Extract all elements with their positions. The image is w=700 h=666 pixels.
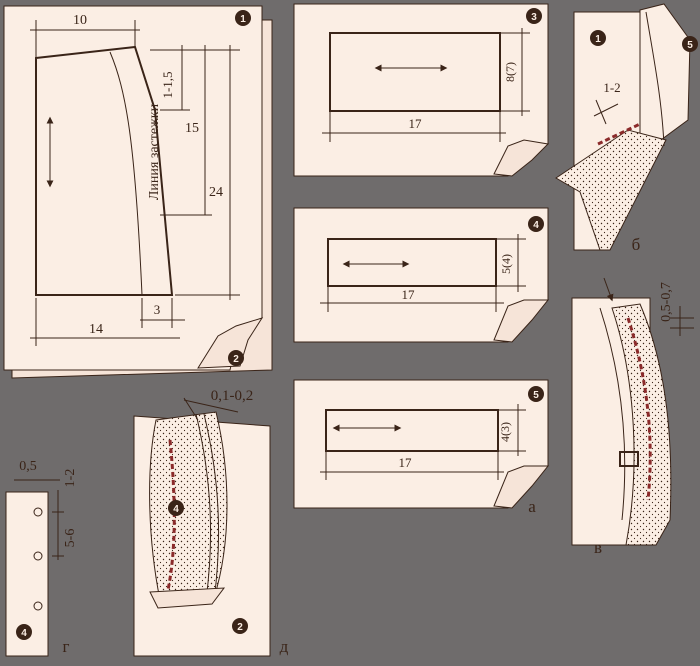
dim-label-10: 10 [73, 13, 87, 28]
badge-4a-label: 4 [533, 220, 539, 231]
piece-5-rect [325, 409, 499, 452]
panel-g-letter: г [63, 637, 70, 656]
piece-4-height: 5(4) [499, 254, 513, 274]
panel-d-letter: д [280, 637, 289, 656]
piece-4-rect [327, 238, 497, 287]
paper-corner-fold-3 [493, 139, 550, 177]
badge-3-label: 3 [531, 12, 537, 23]
badge-2 [228, 350, 244, 366]
badge-5a [528, 386, 544, 402]
zipper-line-label: Линия застежки [147, 103, 162, 200]
badge-2-label: 2 [233, 354, 239, 365]
dim-tick [183, 397, 199, 421]
zipper-line [109, 51, 143, 296]
piece-5-height: 4(3) [498, 422, 512, 442]
waistband-edge [645, 11, 665, 147]
badge-3 [526, 8, 542, 24]
dim-label-24: 24 [209, 185, 223, 200]
piece-5-width: 17 [399, 455, 413, 470]
badge-g4 [16, 624, 32, 640]
skirt-pattern-outline [35, 45, 174, 296]
badge-d2-label: 2 [237, 622, 243, 633]
panel-v: 0,5-0,7 в [571, 277, 694, 557]
badge-d4 [168, 500, 184, 516]
facing-piece-v [611, 303, 672, 546]
dim-label-1-15: 1-1,5 [160, 71, 175, 98]
piece-3-height: 8(7) [503, 62, 517, 82]
waistband-piece [639, 3, 691, 149]
badge-b5 [682, 36, 698, 52]
piece-4-width: 17 [402, 287, 416, 302]
facing-piece-d [149, 411, 228, 601]
fold-d [149, 587, 226, 609]
piece-3-width: 17 [409, 116, 423, 131]
stitch-line-v [626, 317, 652, 501]
badge-d2 [232, 618, 248, 634]
badge-1 [235, 10, 251, 26]
badge-5a-label: 5 [533, 390, 539, 401]
panel-a: 17 8(7) 3 17 5(4) 4 17 4(3) [293, 3, 550, 516]
dim-line-b [593, 103, 619, 117]
dim-label-12g: 1-2 [63, 469, 78, 488]
dim-label-3: 3 [154, 302, 161, 317]
dim-label-b: 1-2 [603, 80, 620, 95]
zip-line-d2 [203, 413, 220, 601]
arrow-v [603, 277, 614, 302]
panel-b: 1-2 1 5 б [555, 3, 698, 254]
dim-label-15: 15 [185, 121, 199, 136]
paper-sheet [3, 5, 263, 371]
dim-line-d [183, 399, 239, 413]
badge-b5-label: 5 [687, 40, 693, 51]
dim-label-14: 14 [89, 322, 103, 337]
panel-v-letter: в [594, 538, 602, 557]
badge-g4-label: 4 [21, 628, 27, 639]
badge-1-label: 1 [240, 14, 246, 25]
badge-d4-label: 4 [173, 504, 179, 515]
paper-corner-fold [197, 317, 264, 369]
dim-tick [595, 99, 607, 125]
hook-g-3 [33, 601, 43, 611]
panel-main: 10 1-1,5 15 24 Линия застежки 3 14 1 2 [3, 5, 273, 379]
piece-3-rect [329, 32, 501, 112]
dim-label-05: 0,5 [19, 459, 37, 474]
stitch-line-d [166, 439, 176, 591]
zip-line-d [195, 413, 212, 601]
panel-b-letter: б [632, 235, 641, 254]
panel-g: 0,5 1-2 5-6 4 г [5, 459, 78, 657]
badge-4a [528, 216, 544, 232]
dim-label-v: 0,5-0,7 [659, 282, 674, 322]
dim-label-d: 0,1-0,2 [211, 388, 254, 404]
panel-d: 0,1-0,2 4 2 д [133, 388, 289, 657]
lining-piece [555, 129, 667, 251]
zip-stop-v [619, 451, 639, 467]
dim-label-56: 5-6 [63, 529, 78, 548]
paper-corner-fold-5 [493, 465, 550, 509]
panel-a-letter: а [528, 497, 536, 516]
badge-b1-label: 1 [595, 34, 601, 45]
hook-g-2 [33, 551, 43, 561]
paper-strip-g [5, 491, 49, 657]
hook-g-1 [33, 507, 43, 517]
fold-line-v [599, 307, 626, 521]
badge-b1 [590, 30, 606, 46]
paper-corner-fold-4 [493, 299, 550, 343]
